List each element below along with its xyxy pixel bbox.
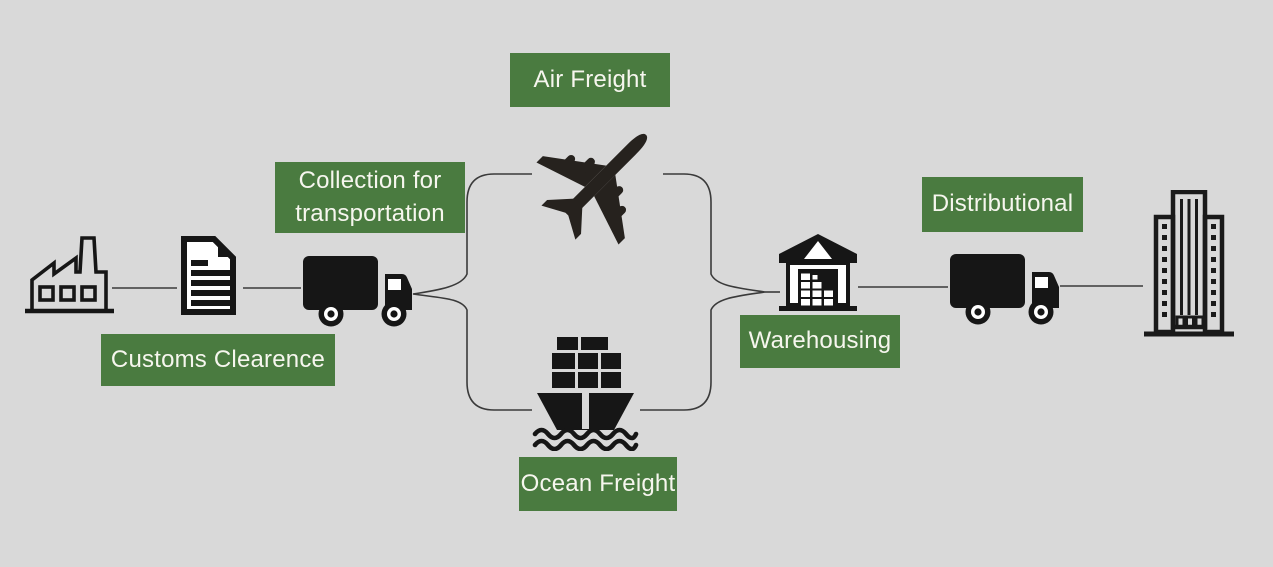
label-ocean-freight-text: Ocean Freight (520, 469, 676, 497)
label-customs-clearence-text: Customs Clearence (110, 345, 326, 373)
airplane-icon (532, 117, 663, 248)
factory-icon (22, 230, 117, 315)
label-warehousing: Warehousing (740, 315, 900, 368)
office-building-icon (1143, 190, 1235, 337)
label-customs-clearence: Customs Clearence (101, 334, 335, 386)
truck-icon (301, 252, 413, 328)
label-air-freight: Air Freight (510, 53, 670, 107)
label-ocean-freight: Ocean Freight (519, 457, 677, 511)
label-distributional-text: Distributional (931, 190, 1074, 218)
label-collection-line1: Collection for (298, 167, 442, 195)
label-warehousing-text: Warehousing (748, 327, 892, 355)
label-collection-for-transportation: Collection for transportation (275, 162, 465, 233)
document-icon (177, 234, 240, 318)
delivery-truck-icon (948, 250, 1060, 326)
label-air-freight-text: Air Freight (533, 65, 647, 93)
warehouse-icon (778, 233, 858, 311)
cargo-ship-icon (532, 337, 640, 451)
label-collection-line2: transportation (295, 199, 445, 227)
label-distributional: Distributional (922, 177, 1083, 232)
